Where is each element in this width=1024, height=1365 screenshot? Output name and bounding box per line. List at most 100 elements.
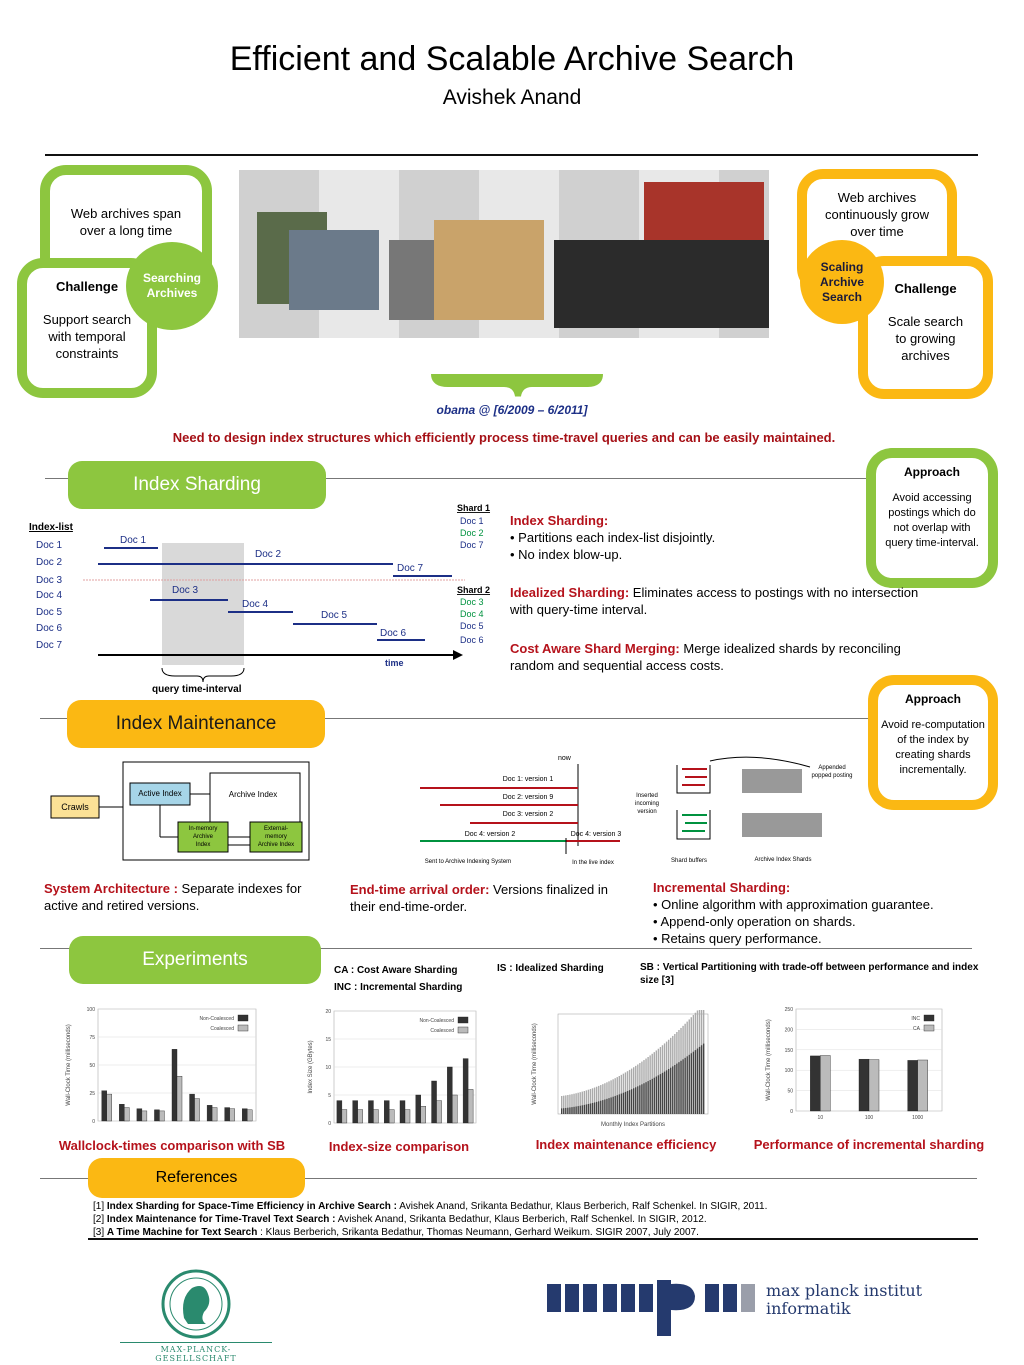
bar bbox=[585, 1090, 588, 1114]
caption-maintenance: Index maintenance efficiency bbox=[535, 1137, 717, 1152]
bar bbox=[176, 1075, 183, 1122]
screenshot-caption: obama @ [6/2009 – 6/2011] bbox=[436, 403, 588, 417]
bar bbox=[563, 1108, 565, 1114]
svg-text:Appended: Appended bbox=[818, 765, 845, 771]
mpi-wordmark: max planck institut informatik bbox=[766, 1282, 922, 1318]
sharding-divider bbox=[45, 478, 975, 479]
incremental-text: Incremental Sharding: • Online algorithm… bbox=[653, 879, 973, 947]
reference-item: [2] Index Maintenance for Time-Travel Te… bbox=[93, 1214, 707, 1225]
need-statement: Need to design index structures which ef… bbox=[172, 430, 836, 445]
bar-label: Doc 7 bbox=[397, 563, 424, 574]
svg-text:In-memory: In-memory bbox=[189, 826, 218, 832]
doc-label: Doc 2 bbox=[36, 557, 63, 568]
bar bbox=[595, 1086, 598, 1114]
legend-swatch bbox=[457, 1016, 469, 1024]
bar bbox=[680, 1060, 682, 1114]
live-label: In the live index bbox=[572, 860, 614, 866]
bar bbox=[420, 1105, 426, 1124]
y-tick-label: 100 bbox=[785, 1068, 794, 1074]
bar bbox=[608, 1081, 610, 1114]
bar-label: Doc 1 bbox=[120, 535, 147, 546]
archive-screenshots bbox=[239, 170, 769, 338]
sys-arch-body: Separate indexes for active and retired … bbox=[44, 881, 302, 913]
y-tick-label: 0 bbox=[328, 1121, 331, 1127]
caption-wallclock: Wallclock-times comparison with SB bbox=[58, 1138, 286, 1153]
abbrev-ca: CA : Cost Aware Sharding bbox=[334, 965, 458, 976]
y-tick-label: 10 bbox=[325, 1065, 331, 1071]
approach2-box: Approach Avoid re-computation of the ind… bbox=[868, 675, 998, 810]
mpi-line1: max planck institut bbox=[766, 1281, 923, 1300]
buffers-label: Shard buffers bbox=[671, 858, 707, 864]
svg-text:Inserted: Inserted bbox=[636, 793, 658, 799]
legend-swatch bbox=[923, 1024, 935, 1032]
bar bbox=[820, 1055, 831, 1112]
y-tick-label: 250 bbox=[785, 1007, 794, 1013]
references-divider bbox=[40, 1178, 977, 1179]
bar bbox=[694, 1050, 697, 1114]
abbrev-block: CA : Cost Aware Sharding INC : Increment… bbox=[334, 962, 462, 996]
bar bbox=[659, 1074, 662, 1114]
bar bbox=[700, 1045, 703, 1114]
bar bbox=[643, 1083, 645, 1114]
bar bbox=[606, 1098, 608, 1114]
legend-swatch bbox=[457, 1026, 469, 1034]
bar bbox=[589, 1103, 592, 1114]
query-interval-label: query time-interval bbox=[152, 684, 242, 695]
bar bbox=[624, 1091, 627, 1114]
bar bbox=[399, 1100, 406, 1124]
bar bbox=[810, 1055, 821, 1112]
reference-item: [3] A Time Machine for Text Search : Kla… bbox=[93, 1227, 699, 1238]
bar bbox=[571, 1094, 573, 1114]
bar bbox=[567, 1107, 569, 1114]
shard1-title: Shard 1 bbox=[457, 503, 490, 513]
architecture-diagram: Crawls Active Index Archive Index In-mem… bbox=[50, 761, 310, 861]
sharding-bullet: • No index blow-up. bbox=[510, 547, 623, 562]
version-label: Doc 4: version 3 bbox=[571, 831, 622, 838]
bar bbox=[573, 1106, 575, 1114]
sharding-diagram: Index-list Doc 1 Doc 2 Doc 3 Doc 4 Doc 5… bbox=[29, 503, 490, 695]
bar bbox=[645, 1082, 647, 1114]
end-time-heading: End-time arrival order: bbox=[350, 882, 490, 897]
bar bbox=[649, 1079, 651, 1114]
experiments-divider bbox=[40, 948, 972, 949]
bar-label: Doc 2 bbox=[255, 549, 282, 560]
right-challenge-title: Challenge bbox=[894, 281, 957, 296]
bar bbox=[661, 1072, 664, 1114]
svg-text:External-: External- bbox=[264, 826, 288, 832]
bar bbox=[667, 1069, 670, 1114]
version-label: Doc 2: version 9 bbox=[503, 794, 554, 801]
abbrev-inc: INC : Incremental Sharding bbox=[334, 982, 463, 993]
bar bbox=[618, 1094, 620, 1114]
reference-item: [1] Index Sharding for Space-Time Effici… bbox=[93, 1201, 768, 1212]
shard1-doc: Doc 7 bbox=[460, 540, 484, 550]
bar bbox=[678, 1062, 680, 1114]
bar bbox=[565, 1095, 567, 1114]
left-top-text: Web archives span over a long time bbox=[70, 206, 182, 238]
bar bbox=[119, 1103, 125, 1122]
sys-arch-heading: System Architecture : bbox=[44, 881, 178, 896]
shard-buffer-diagram: Inserted incoming version Appended poppe… bbox=[635, 756, 853, 864]
y-tick-label: 75 bbox=[89, 1035, 95, 1041]
bar bbox=[247, 1109, 253, 1122]
abbrev-is: IS : Idealized Sharding bbox=[497, 963, 604, 974]
bar bbox=[692, 1051, 695, 1114]
bar bbox=[229, 1108, 235, 1122]
bar bbox=[663, 1071, 666, 1114]
shards-label: Archive Index Shards bbox=[754, 857, 811, 863]
end-time-body: Versions finalized in their end-time-ord… bbox=[350, 882, 608, 914]
bar bbox=[633, 1088, 635, 1114]
bar bbox=[171, 1049, 178, 1122]
approach1-box: Approach Avoid accessing postings which … bbox=[866, 448, 998, 588]
y-axis-label: Wall-Clock Time (milliseconds) bbox=[766, 1019, 772, 1100]
bar bbox=[581, 1105, 583, 1114]
bar bbox=[598, 1101, 600, 1114]
y-axis-label: Wall-Clock Time (milliseconds) bbox=[66, 1024, 72, 1105]
y-tick-label: 5 bbox=[328, 1093, 331, 1099]
bar bbox=[467, 1089, 474, 1124]
right-badge: Scaling Archive Search bbox=[800, 240, 884, 324]
bar bbox=[626, 1091, 629, 1114]
bar bbox=[389, 1109, 395, 1124]
left-badge: Searching Archives bbox=[126, 242, 218, 330]
svg-text:popped posting: popped posting bbox=[811, 773, 852, 779]
